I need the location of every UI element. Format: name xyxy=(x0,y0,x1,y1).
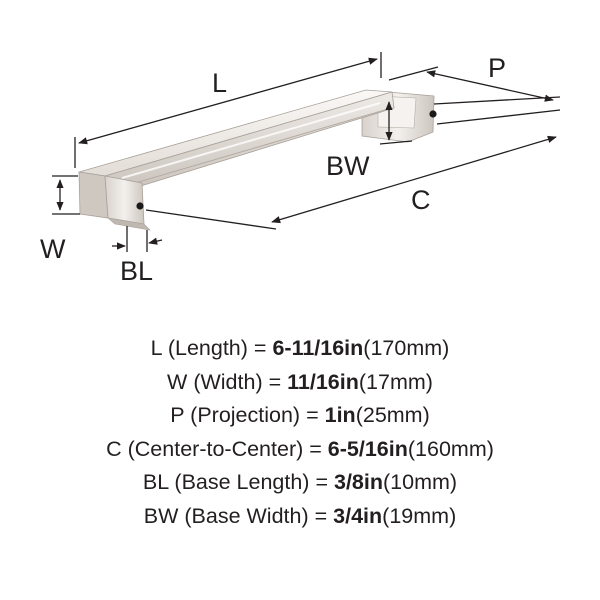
spec-name: (Length) xyxy=(167,336,248,360)
label-center-to-center: C xyxy=(411,185,431,215)
spec-name: (Base Width) xyxy=(184,503,309,528)
spec-row-projection: P (Projection) = 1in(25mm) xyxy=(0,399,600,433)
spec-key: BL xyxy=(142,470,169,494)
spec-imperial-value: 1in xyxy=(324,403,356,427)
spec-row-width: W (Width) = 11/16in(17mm) xyxy=(0,366,600,400)
center-to-center-dimension-line xyxy=(271,135,557,224)
left-post-side xyxy=(78,171,109,219)
cabinet-pull-diagram: L P BW C W BL xyxy=(40,52,561,286)
spec-key: W xyxy=(167,369,188,394)
spec-row-base-width: BW (Base Width) = 3/4in(19mm) xyxy=(0,500,600,534)
spec-metric-value: (10mm) xyxy=(383,470,458,494)
spec-equals: = xyxy=(314,503,328,528)
spec-imperial-value: 3/4in xyxy=(333,503,383,528)
spec-equals: = xyxy=(253,336,267,360)
label-base-width: BW xyxy=(326,151,370,181)
length-dimension-line xyxy=(78,57,378,145)
spec-row-base-length: BL (Base Length) = 3/8in(10mm) xyxy=(0,466,600,500)
spec-imperial-value: 11/16in xyxy=(287,369,359,394)
spec-equals: = xyxy=(306,403,319,427)
spec-key: L xyxy=(150,336,162,360)
handle-body xyxy=(78,89,437,231)
spec-imperial-value: 6-5/16in xyxy=(327,436,408,461)
projection-dimension-line xyxy=(426,70,554,102)
spec-name: (Center-to-Center) xyxy=(127,436,304,461)
dimension-lines xyxy=(52,52,561,252)
spec-key: BW xyxy=(143,503,179,528)
spec-metric-value: (19mm) xyxy=(382,503,457,528)
left-post-front xyxy=(104,175,145,225)
spec-imperial-value: 6-11/16in xyxy=(272,336,364,360)
left-post-base xyxy=(106,217,151,231)
spec-equals: = xyxy=(268,369,282,394)
spec-metric-value: (25mm) xyxy=(355,403,430,427)
base-length-arrow-right xyxy=(148,237,163,245)
spec-row-length: L (Length) = 6-11/16in(170mm) xyxy=(0,332,600,366)
label-base-length: BL xyxy=(120,256,153,286)
right-screw-hole xyxy=(429,110,437,118)
label-width: W xyxy=(40,234,66,264)
dimension-spec-list: L (Length) = 6-11/16in(170mm) W (Width) … xyxy=(0,332,600,533)
spec-imperial-value: 3/8in xyxy=(334,470,383,494)
spec-equals: = xyxy=(315,470,329,494)
spec-metric-value: (17mm) xyxy=(358,369,433,394)
spec-name: (Width) xyxy=(193,369,263,394)
spec-name: (Base Length) xyxy=(174,470,310,494)
label-length: L xyxy=(212,68,227,98)
spec-key: C xyxy=(106,436,122,461)
spec-metric-value: (160mm) xyxy=(407,436,494,461)
spec-metric-value: (170mm) xyxy=(363,336,450,360)
spec-row-center-to-center: C (Center-to-Center) = 6-5/16in(160mm) xyxy=(0,433,600,467)
spec-equals: = xyxy=(309,436,322,461)
spec-key: P xyxy=(170,403,185,427)
left-screw-hole xyxy=(136,202,144,210)
spec-name: (Projection) xyxy=(190,403,301,427)
label-projection: P xyxy=(488,53,506,83)
